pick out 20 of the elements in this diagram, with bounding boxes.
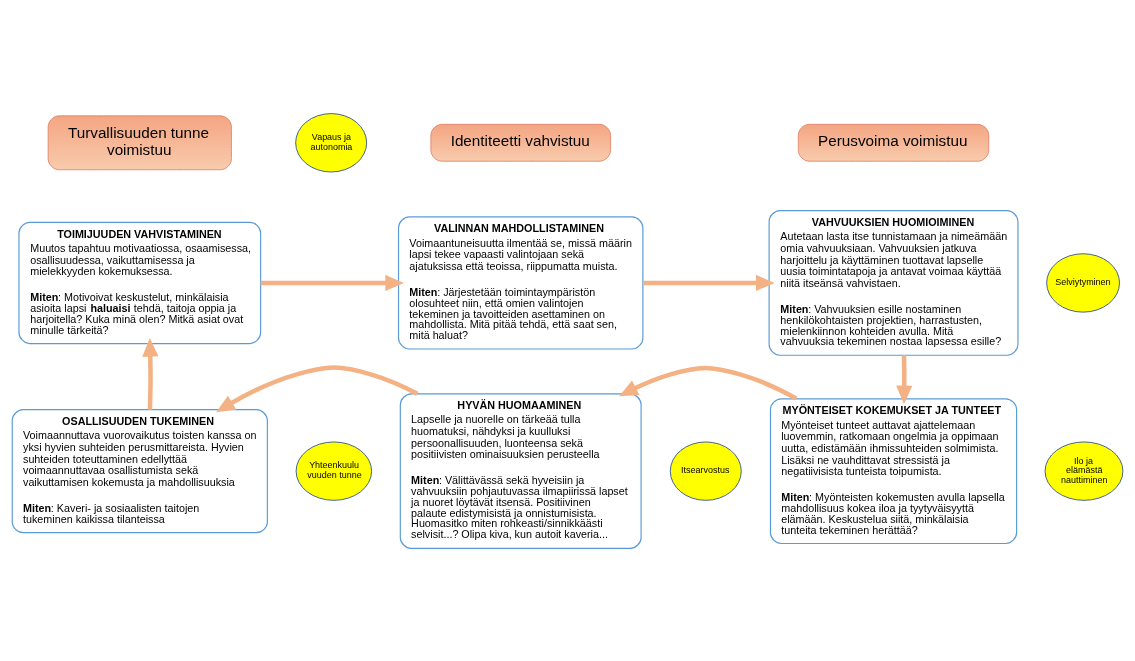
node-box: Turvallisuuden tunne voimistuu	[47, 114, 232, 170]
node-ellipse: Ilo ja elämästä nauttiminen	[1044, 441, 1124, 501]
arrow	[643, 274, 775, 291]
node-box: VAHVUUKSIEN HUOMIOIMINEN Autetaan lasta itse tunnistamaan ja nimeämään omia vahvuuksiaan. Vahvuuksien jatkuva harjoittelu ja käyttäminen tuottavat lapselle uusia toimintatapoja ja antavat voimaa käyttää niitä itseänsä vahvistaen. Miten: Vahvuuksien esille nostaminen henkilökohtaisten projektien, harrastusten, mielenkiinnon kohteiden avulla. Mitä vahvuuksia tekeminen nostaa lapsessa esille?	[768, 209, 1019, 356]
arrow	[260, 274, 404, 291]
node-ellipse: Vapaus ja autonomia	[295, 112, 368, 172]
arrow	[896, 354, 913, 404]
arrow	[142, 337, 159, 410]
node-box: OSALLISUUDEN TUKEMINEN Voimaannuttava vuorovaikutus toisten kanssa on yksi hyvien suhteiden perusmittareista. Hyvien suhteiden toteuttaminen edellyttää voimaannuttavaa osallistumista sekä vaikuttamisen kokemusta ja mahdollisuuksia Miten: Kaveri- ja sosiaalisten taitojen tukeminen kaikissa tilanteissa	[11, 408, 268, 533]
node-box: TOIMIJUUDEN VAHVISTAMINEN Muutos tapahtuu motivaatiossa, osaamisessa, osallisuudessa, vaikuttamisessa ja mielekkyyden kokemuksessa. Miten: Motivoivat keskustelut, minkälaisia asioita lapsi haluaisi tehdä, taitoja oppia ja harjoitella? Kuka minä olen? Mitkä asiat ovat minulle tärkeitä?	[18, 221, 262, 344]
node-ellipse: Itsearvostus	[669, 441, 742, 501]
arrow	[216, 364, 419, 412]
node-box: Perusvoima voimistuu	[797, 123, 990, 162]
arrow	[619, 365, 798, 401]
node-ellipse: Yhteenkuulu vuuden tunne	[295, 441, 373, 501]
node-box: HYVÄN HUOMAAMINEN Lapselle ja nuorelle on tärkeää tulla huomatuksi, nähdyksi ja kuulluksi persoonallisuuden, luonteensa sekä positiivisten ominaisuuksien perusteella Miten: Välittävässä sekä hyveisiin ja vahvuuksiin pohjautuvassa ilmapiirissä lapset ja nuoret löytävät itsensä. Positiivinen palaute edistymisistä ja onnistumisista. Huomasitko miten rohkeasti/sinnikkäästi selvisit...? Olipa kiva, kun autoit kaveria...	[399, 392, 642, 549]
node-ellipse: Selviytyminen	[1046, 252, 1120, 313]
node-box: MYÖNTEISET KOKEMUKSET JA TUNTEET Myönteiset tunteet auttavat ajattelemaan luovemmin, ratkomaan ongelmia ja oppimaan uutta, edistämään ihmissuhteiden solmimista. Lisäksi ne vauhdittavat stressistä ja negatiivisista tunteista toipumista. Miten: Myönteisten kokemusten avulla lapsella mahdollisuus kokea iloa ja tyytyväisyyttä elämään. Keskustelua siitä, minkälaisia tunteita tekeminen herättää?	[769, 397, 1018, 544]
node-box: Identiteetti vahvistuu	[430, 123, 611, 162]
node-box: VALINNAN MAHDOLLISTAMINEN Voimaantuneisuutta ilmentää se, missä määrin lapsi tekee vapaasti valintojaan sekä ajatuksissa että teoissa, riippumatta muista. Miten: Järjestetään toimintaympäristön olosuhteet niin, että omien valintojen tekeminen ja tavoitteiden asettaminen on mahdollista. Mitä pitää tehdä, että saat sen, mitä haluat?	[397, 215, 644, 350]
